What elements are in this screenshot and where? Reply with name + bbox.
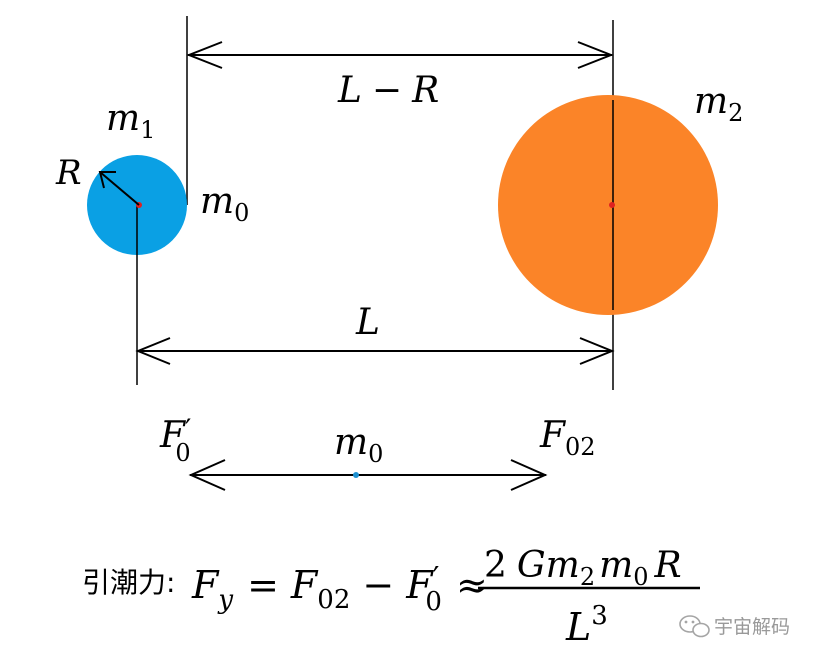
label-L-minus-R: L−R	[337, 70, 439, 111]
label-radius: R	[55, 153, 82, 193]
watermark: 宇宙解码	[679, 615, 790, 638]
label-m2: m2	[694, 81, 743, 127]
radius-arrow-head	[98, 171, 116, 189]
label-force-left: F′0	[159, 413, 191, 467]
formula-denominator: L3	[565, 601, 608, 649]
test-mass-dot	[353, 472, 359, 478]
body-m2	[498, 95, 718, 315]
arrow-L-head-right	[579, 337, 615, 365]
arrow-forces-head-left	[188, 459, 226, 491]
arrow-L-minus-R-head-right	[577, 41, 614, 69]
arrow-L-minus-R-head-left	[186, 41, 223, 69]
arrow-L-head-left	[135, 337, 171, 365]
formula-lhs: Fy=F02−F′0≈	[191, 561, 488, 617]
center-dot-m2	[609, 202, 615, 208]
label-m0-bottom: m0	[334, 422, 383, 468]
formula-prefix: 引潮力:	[82, 566, 175, 599]
arrow-forces-head-right	[510, 459, 548, 491]
wechat-icon	[679, 615, 710, 638]
label-m0-top: m0	[200, 181, 249, 227]
label-m1: m1	[106, 98, 155, 144]
radius-arrow	[99, 171, 140, 206]
label-force-right: F02	[539, 415, 596, 461]
label-L: L	[355, 302, 380, 343]
watermark-text: 宇宙解码	[714, 616, 790, 638]
